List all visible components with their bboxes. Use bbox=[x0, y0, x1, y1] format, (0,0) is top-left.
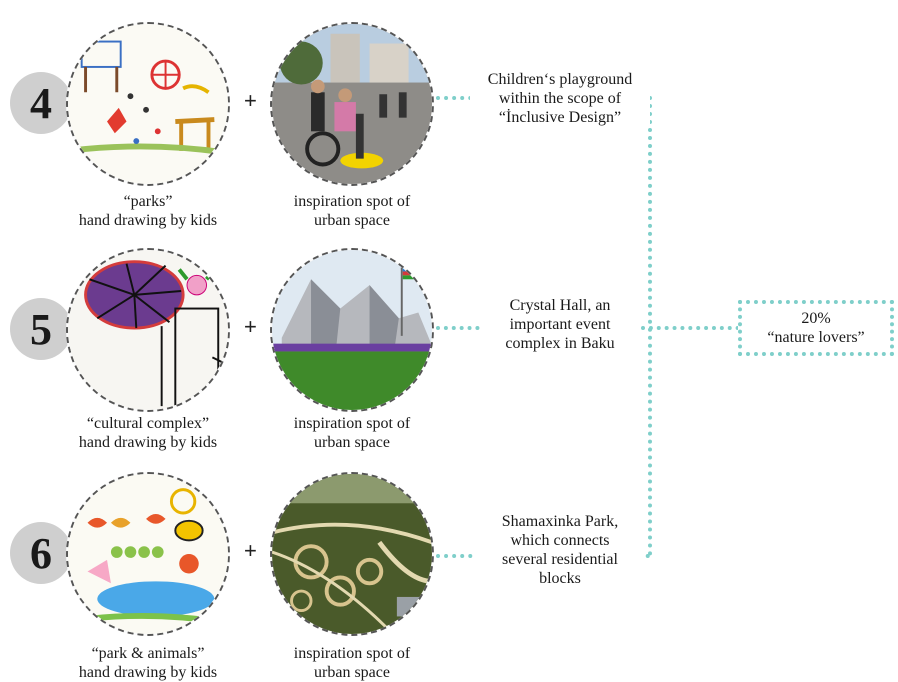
photo-caption-6: inspiration spot of urban space bbox=[272, 644, 432, 682]
drawing-caption-4-line2: hand drawing by kids bbox=[78, 212, 218, 229]
number-badge-4: 4 bbox=[10, 72, 72, 134]
row-5: 5 + bbox=[0, 228, 898, 453]
photo-playground-art bbox=[272, 24, 432, 184]
description-5-line1: Crystal Hall, an bbox=[509, 297, 611, 314]
row-4: 4 + bbox=[0, 0, 898, 229]
drawing-parks-art bbox=[68, 24, 228, 184]
photo-shamaxinka-art bbox=[272, 474, 432, 634]
description-6-line4: blocks bbox=[539, 570, 581, 587]
drawing-caption-6-line2: hand drawing by kids bbox=[78, 664, 218, 681]
number-badge-6: 6 bbox=[10, 522, 72, 584]
photo-caption-5-line1: inspiration spot of bbox=[293, 415, 411, 432]
photo-caption-4-line2: urban space bbox=[314, 212, 390, 229]
row-6: 6 + “ bbox=[0, 456, 898, 681]
photo-caption-6-line1: inspiration spot of bbox=[293, 645, 411, 662]
plus-sign-4: + bbox=[244, 88, 257, 113]
drawing-park-animals-art bbox=[68, 474, 228, 634]
photo-caption-5-line2: urban space bbox=[314, 434, 390, 451]
result-box: 20% “nature lovers” bbox=[738, 300, 894, 356]
kids-drawing-park-animals bbox=[66, 472, 230, 636]
photo-caption-6-line2: urban space bbox=[314, 664, 390, 681]
photo-crystal-hall-art bbox=[272, 250, 432, 410]
photo-shamaxinka-park bbox=[270, 472, 434, 636]
description-5-line3: complex in Baku bbox=[505, 335, 615, 352]
number-badge-5: 5 bbox=[10, 298, 72, 360]
drawing-caption-5-line1: “cultural complex” bbox=[86, 415, 210, 432]
drawing-caption-4: “parks” hand drawing by kids bbox=[68, 192, 228, 230]
description-5: Crystal Hall, an important event complex… bbox=[480, 296, 640, 353]
description-6-line3: several residential bbox=[502, 551, 618, 568]
description-4: Children‘s playground within the scope o… bbox=[470, 70, 650, 127]
description-6: Shamaxinka Park, which connects several … bbox=[476, 512, 644, 588]
photo-crystal-hall bbox=[270, 248, 434, 412]
photo-playground bbox=[270, 22, 434, 186]
photo-caption-4: inspiration spot of urban space bbox=[272, 192, 432, 230]
drawing-cultural-art bbox=[68, 250, 228, 410]
drawing-caption-4-line1: “parks” bbox=[123, 193, 173, 210]
description-4-line2: within the scope of bbox=[498, 90, 622, 107]
drawing-caption-6-line1: “park & animals” bbox=[91, 645, 205, 662]
plus-sign-6: + bbox=[244, 538, 257, 563]
drawing-caption-5-line2: hand drawing by kids bbox=[78, 434, 218, 451]
connector-trunk bbox=[648, 96, 652, 556]
description-5-line2: important event bbox=[509, 316, 611, 333]
result-percent: 20% bbox=[801, 310, 831, 327]
description-4-line1: Children‘s playground bbox=[487, 71, 633, 88]
drawing-caption-5: “cultural complex” hand drawing by kids bbox=[68, 414, 228, 452]
description-6-line2: which connects bbox=[510, 532, 610, 549]
description-6-line1: Shamaxinka Park, bbox=[501, 513, 619, 530]
photo-caption-4-line1: inspiration spot of bbox=[293, 193, 411, 210]
drawing-caption-6: “park & animals” hand drawing by kids bbox=[68, 644, 228, 682]
plus-sign-5: + bbox=[244, 314, 257, 339]
result-label: “nature lovers” bbox=[767, 329, 865, 346]
kids-drawing-cultural-complex bbox=[66, 248, 230, 412]
photo-caption-5: inspiration spot of urban space bbox=[272, 414, 432, 452]
description-4-line3: “İnclusive Design” bbox=[498, 109, 622, 126]
kids-drawing-parks bbox=[66, 22, 230, 186]
